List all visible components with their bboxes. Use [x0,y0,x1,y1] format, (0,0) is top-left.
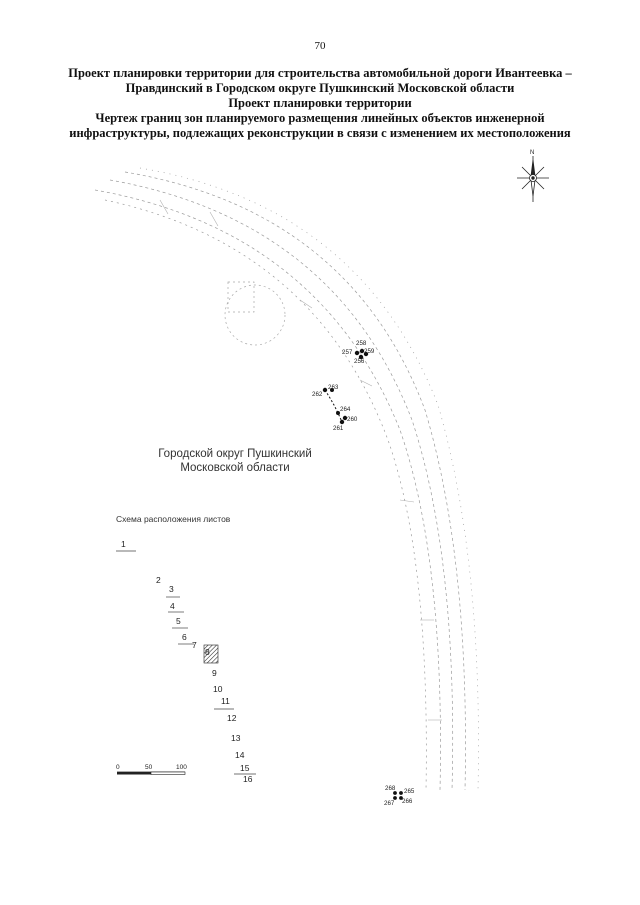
sheet-label: 11 [221,696,230,706]
road-corridor [94,167,479,791]
point-258-marker [359,348,365,354]
point-label: 256 [354,358,365,365]
page-number: 70 [314,40,326,52]
sheet-label: 1 [121,539,126,549]
point-label: 258 [356,340,367,347]
sheet-label: 9 [212,668,217,678]
point-label: 263 [328,384,339,391]
scale-label: 100 [176,764,187,771]
junction-ring [224,281,286,346]
point-263-marker [330,388,334,392]
title-line-4: Чертеж границ зон планируемого размещени… [95,111,545,125]
sheet-label: 15 [240,763,250,773]
point-268-marker [393,791,397,795]
point-label: 260 [347,416,358,423]
point-label: 266 [402,798,413,805]
sheet-label: 13 [231,733,241,743]
point-label: 259 [364,348,375,355]
scale-label: 0 [116,764,120,771]
sheet-label: 14 [235,750,245,760]
sheet-label: 4 [170,601,175,611]
cross-ticks [159,199,442,721]
sheet-label: 16 [243,774,253,784]
point-label: 268 [385,785,396,792]
sheet-label: 3 [169,584,174,594]
north-label: N [530,150,534,156]
point-label: 261 [333,425,344,432]
scale-label: 50 [145,764,153,771]
point-265-marker [399,791,403,795]
point-266-marker [399,796,403,800]
point-260-marker [342,415,348,421]
point-label: 267 [384,800,395,807]
sheet-label: 2 [156,575,161,585]
scale-bar: 0 50 100 [116,764,187,775]
point-label: 257 [342,349,353,356]
point-markers [322,348,403,800]
point-256-marker [358,354,364,360]
sheet-label: 12 [227,713,237,723]
sheet-label: 6 [182,632,187,642]
title-line-2: Правдинский в Городском округе Пушкински… [125,81,515,95]
title-line-1: Проект планировки территории для строите… [68,66,572,80]
sheet-scheme: 1 2 3 4 5 6 7 8 9 10 11 12 13 14 15 16 [116,539,256,784]
sheet-label: 5 [176,616,181,626]
network-segment [324,389,343,423]
sheet-label: 10 [213,684,223,694]
sheet-label: 7 [192,640,197,650]
point-label: 265 [404,788,415,795]
point-259-marker [363,351,369,357]
point-label: 262 [312,391,323,398]
title-line-3: Проект планировки территории [228,96,412,110]
north-arrow-icon: N [517,150,549,202]
point-267-marker [393,796,397,800]
point-labels: 258 257 259 256 263 262 264 260 261 268 … [312,340,415,807]
point-label: 264 [340,406,351,413]
sheet-scheme-title: Схема расположения листов [116,514,231,524]
region-label-line-2: Московской области [180,462,290,474]
region-label-line-1: Городской округ Пушкинский [158,448,312,460]
title-line-5: инфраструктуры, подлежащих реконструкции… [69,126,571,140]
current-sheet-highlight [203,644,219,664]
point-257-marker [354,350,360,356]
